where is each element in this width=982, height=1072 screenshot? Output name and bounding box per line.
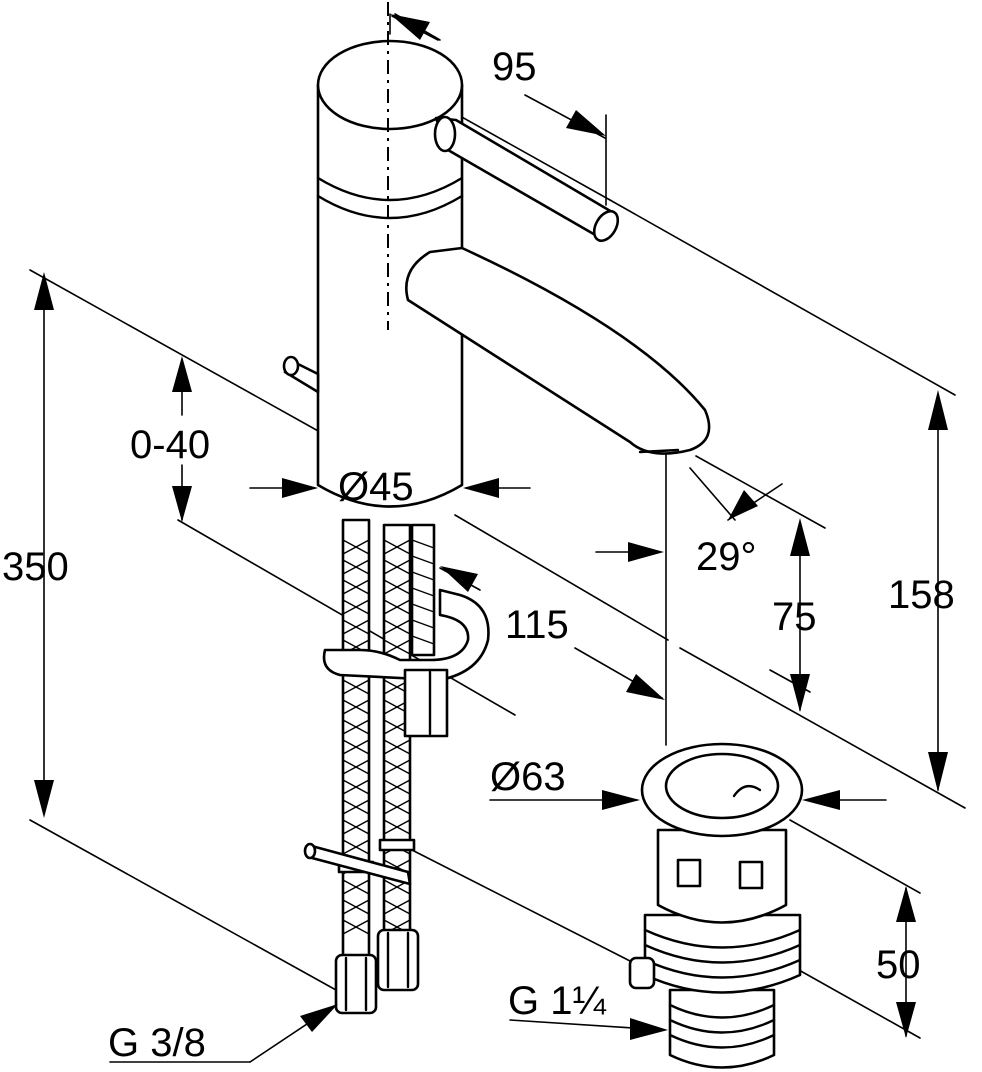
mounting-bracket [322,588,490,738]
waste-valve [628,742,804,1069]
label-adjust-range: 0-40 [130,423,210,467]
popup-rod [282,355,320,394]
label-body-diameter: Ø45 [338,465,414,509]
label-hose-thread: G 3/8 [108,1021,206,1065]
label-height-total: 350 [2,545,69,589]
label-spout-reach: 95 [492,45,537,89]
lever-handle [433,115,620,243]
label-outlet-height: 75 [772,595,817,639]
label-waste-height: 50 [876,943,921,987]
dimension-arrows [34,14,948,1063]
faucet-body [316,2,464,508]
label-depth: 115 [505,603,569,647]
dimension-labels: 95 350 0-40 Ø45 29° 115 75 158 Ø63 50 G … [2,45,955,1065]
label-angle: 29° [696,535,757,579]
label-height-upper: 158 [888,573,955,617]
linkage-rod [303,842,412,886]
label-waste-thread: G 1¼ [508,979,606,1023]
supply-hoses [334,518,436,1015]
spout [405,246,711,455]
label-waste-diameter: Ø63 [490,755,566,799]
